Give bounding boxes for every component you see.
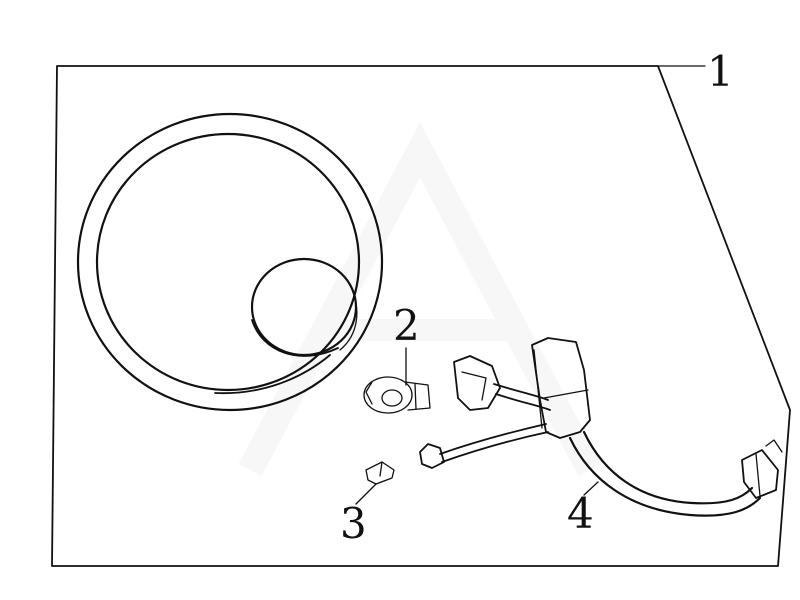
callout-4-leader xyxy=(583,481,599,496)
headlight-lens xyxy=(76,112,384,412)
position-bulb xyxy=(365,461,395,485)
diagram-frame xyxy=(51,65,791,567)
callout-4-number: 4 xyxy=(567,489,594,538)
watermark-logo xyxy=(238,122,602,477)
callout-3-leader xyxy=(355,483,377,505)
wire-harness xyxy=(419,337,783,517)
headlight-bulb xyxy=(363,376,431,414)
callout-3-number: 3 xyxy=(340,499,367,548)
callout-2-number: 2 xyxy=(393,301,420,350)
callout-1-number: 1 xyxy=(707,47,734,96)
